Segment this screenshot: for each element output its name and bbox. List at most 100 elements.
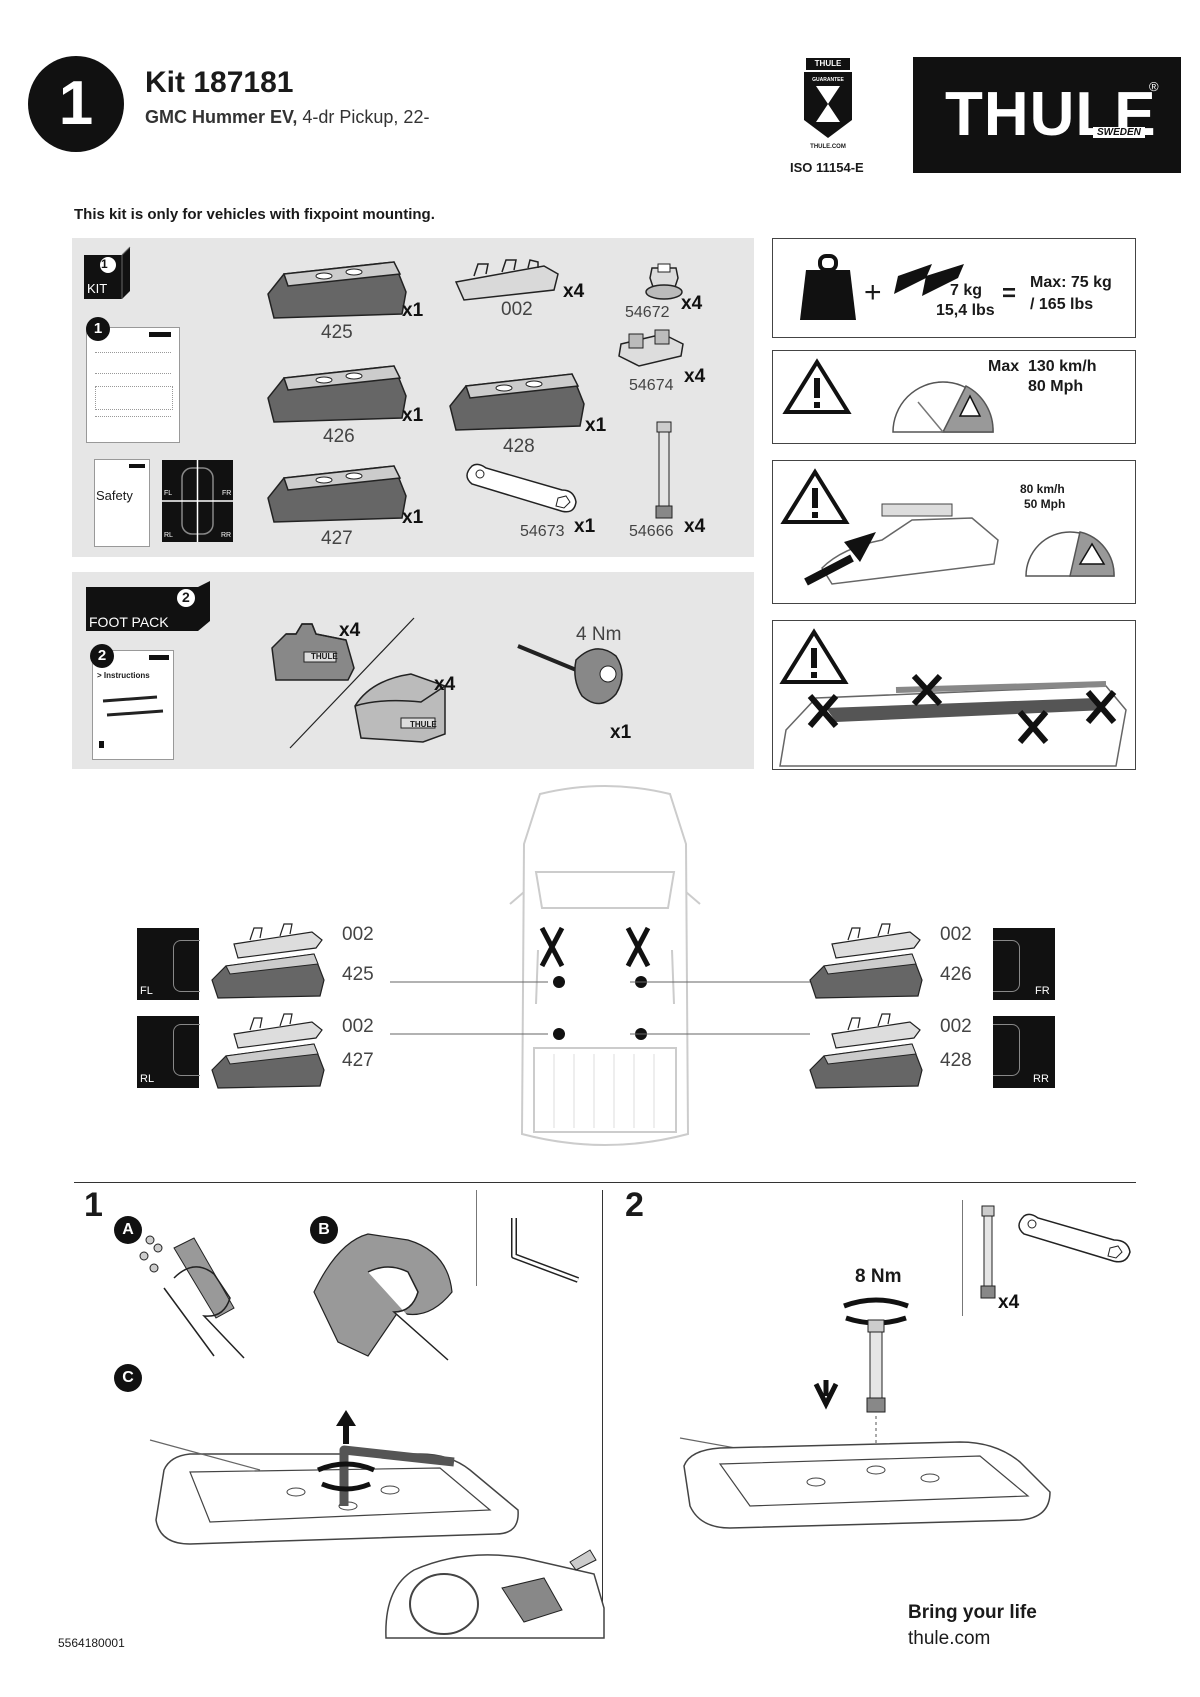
fixpoint-notice: This kit is only for vehicles with fixpo…: [74, 206, 435, 223]
foot-pack-box-number: 2: [182, 589, 190, 605]
foot-brand-2: THULE: [410, 720, 437, 729]
tool-qty: x1: [610, 722, 632, 743]
tool-divider-right: [962, 1200, 963, 1316]
pos-rr: RR: [221, 532, 232, 539]
nut-54672-icon: [645, 263, 683, 300]
thule-logo: THULE SWEDEN ®: [913, 57, 1181, 173]
substep-a-badge: [114, 1216, 142, 1244]
part-code-54672: 54672: [625, 304, 670, 321]
foot-pack-booklet: > Instructions: [92, 650, 174, 760]
wind-mph: 50 Mph: [1024, 497, 1066, 511]
part-qty-428: x1: [585, 415, 607, 436]
substep-c: C: [122, 1369, 134, 1386]
rr-top-code: 002: [940, 1016, 972, 1037]
part-code-425: 425: [321, 322, 353, 343]
speed-max-label: Max: [988, 358, 1020, 375]
substep-a: A: [122, 1221, 134, 1238]
fixpoint-remove-icon: [149, 1410, 519, 1545]
speed-kmh: 130 km/h: [1028, 358, 1097, 375]
car-corner-icon: [993, 1024, 1020, 1076]
pos-label-fr: FR: [1035, 985, 1050, 997]
fl-bottom-code: 425: [342, 964, 374, 985]
guarantee-brand: THULE: [814, 59, 842, 68]
rl-bottom-code: 427: [342, 1050, 374, 1071]
car-interior-icon: [385, 1549, 605, 1639]
roof-bar-pair-icon: [894, 264, 964, 296]
guarantee-label: GUARANTEE: [812, 77, 844, 83]
part-qty-002: x4: [563, 281, 585, 302]
booklet-content: [95, 352, 171, 374]
speedometer-icon: [892, 381, 994, 433]
foot-icon: [271, 623, 355, 681]
pos-fl: FL: [164, 490, 173, 497]
footer-slogan: Bring your life: [908, 1602, 1037, 1623]
part-qty-425: x1: [402, 300, 424, 321]
weight-kg: 7 kg: [950, 282, 983, 299]
part-qty-54666: x4: [684, 516, 706, 537]
bracket-54674-icon: [618, 329, 684, 367]
roof-bars-icon: [102, 695, 164, 717]
booklet-number: 1: [93, 320, 103, 337]
pad-428-icon: [449, 373, 585, 431]
equals-sign: =: [1002, 280, 1017, 307]
weight-icon: [800, 254, 856, 320]
plus-sign: +: [864, 276, 882, 309]
pad-425-icon: [267, 261, 407, 319]
vehicle-line: GMC Hummer EV, 4-dr Pickup, 22-: [145, 107, 429, 128]
warning-triangle-icon: [780, 468, 850, 524]
part-code-54674: 54674: [629, 377, 674, 394]
key-54673-icon: [466, 463, 577, 513]
bolt-54666-icon: [655, 421, 673, 519]
max-load: Max: 75 kg: [1030, 274, 1112, 291]
step-2-torque: 8 Nm: [855, 1266, 902, 1287]
pad-assembly-rr-icon: [809, 1013, 923, 1089]
footer-url[interactable]: thule.com: [908, 1628, 991, 1649]
fr-bottom-code: 426: [940, 964, 972, 985]
thule-logo-sub: SWEDEN: [1093, 127, 1145, 138]
step-1-number: 1: [84, 1186, 103, 1224]
step-divider-vertical: [602, 1190, 603, 1632]
pos-label-fl: FL: [140, 985, 153, 997]
document-number: 5564180001: [58, 1636, 125, 1650]
part-qty-427: x1: [402, 507, 424, 528]
foot-cover-divider: [289, 617, 415, 749]
part-code-428: 428: [503, 436, 535, 457]
car-corner-icon: [173, 1024, 200, 1076]
wipe-clean-icon: [313, 1233, 453, 1361]
booklet-logo: [149, 655, 169, 660]
foot-qty-1: x4: [339, 620, 361, 641]
part-code-54666: 54666: [629, 523, 674, 540]
part-qty-426: x1: [402, 405, 424, 426]
bolt-54666-step-icon: [980, 1205, 996, 1299]
roof-incorrect-icon: [779, 673, 1127, 767]
foot-pack-box-label: FOOT PACK: [89, 614, 169, 630]
step-2-number: 2: [625, 1186, 644, 1224]
safety-booklet: Safety: [94, 459, 150, 547]
foot-booklet-badge: [90, 644, 114, 668]
car-corner-icon: [173, 940, 200, 992]
warning-triangle-icon: [779, 628, 849, 684]
booklet-badge: [86, 317, 110, 341]
car-topview-icon: [162, 460, 233, 542]
substep-b: B: [318, 1221, 330, 1238]
foot-booklet-number: 2: [97, 647, 107, 664]
pos-card-rr: RR: [993, 1016, 1055, 1088]
pad-426-icon: [267, 365, 407, 423]
rl-top-code: 002: [342, 1016, 374, 1037]
hex-key-icon: [511, 1218, 580, 1283]
clamp-002-icon: [454, 259, 559, 301]
wind-kmh: 80 km/h: [1020, 482, 1065, 496]
pos-rl: RL: [164, 532, 173, 539]
kit-box-number: 1: [101, 257, 108, 271]
bolt-install-icon: [679, 1297, 1051, 1529]
rr-bottom-code: 428: [940, 1050, 972, 1071]
kit-box-label: KIT: [87, 281, 108, 296]
max-load-lbs: / 165 lbs: [1030, 296, 1094, 313]
substep-b-badge: [310, 1216, 338, 1244]
car-corner-icon: [993, 940, 1020, 992]
iso-standard: ISO 11154-E: [790, 160, 864, 175]
booklet-mark: [99, 741, 104, 748]
pad-assembly-rl-icon: [211, 1013, 325, 1089]
pos-label-rr: RR: [1033, 1073, 1049, 1085]
pos-card-fr: FR: [993, 928, 1055, 1000]
